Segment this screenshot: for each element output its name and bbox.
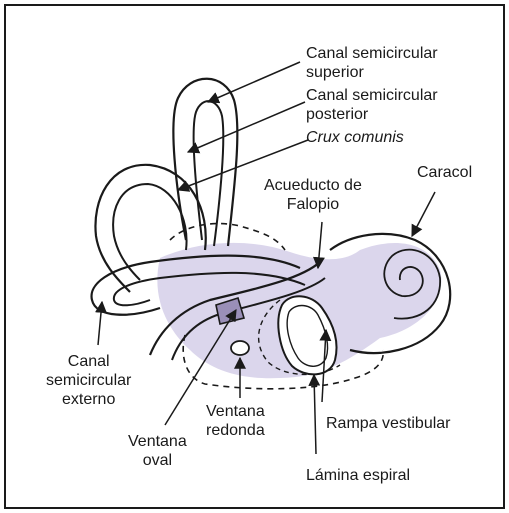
- label-caracol: Caracol: [417, 163, 472, 182]
- label-canal-posterior-line1: Canal semicircular: [306, 86, 438, 105]
- label-acueducto: Acueducto de Falopio: [264, 176, 362, 214]
- label-acueducto-line2: Falopio: [264, 195, 362, 214]
- label-canal-posterior-line2: posterior: [306, 105, 438, 124]
- label-canal-externo-line2: semicircular: [46, 371, 131, 390]
- label-canal-externo-line1: Canal: [46, 352, 131, 371]
- label-ventana-oval: Ventana oval: [128, 432, 187, 470]
- arrow-canal-posterior: [188, 102, 305, 152]
- label-rampa-vestibular: Rampa vestibular: [326, 414, 451, 433]
- label-ventana-oval-line1: Ventana: [128, 432, 187, 451]
- label-ventana-redonda-line2: redonda: [206, 421, 265, 440]
- label-acueducto-line1: Acueducto de: [264, 176, 362, 195]
- label-canal-posterior: Canal semicircular posterior: [306, 86, 438, 124]
- label-lamina-espiral: Lámina espiral: [306, 466, 410, 485]
- label-canal-externo: Canal semicircular externo: [46, 352, 131, 409]
- arrow-caracol: [412, 192, 435, 236]
- label-canal-externo-line3: externo: [46, 390, 131, 409]
- label-ventana-redonda: Ventana redonda: [206, 402, 265, 440]
- label-ventana-oval-line2: oval: [128, 451, 187, 470]
- round-window-shape: [231, 341, 249, 355]
- label-ventana-redonda-line1: Ventana: [206, 402, 265, 421]
- label-canal-superior: Canal semicircular superior: [306, 44, 438, 82]
- label-canal-superior-line2: superior: [306, 63, 438, 82]
- label-crux-comunis: Crux comunis: [306, 128, 404, 147]
- label-canal-superior-line1: Canal semicircular: [306, 44, 438, 63]
